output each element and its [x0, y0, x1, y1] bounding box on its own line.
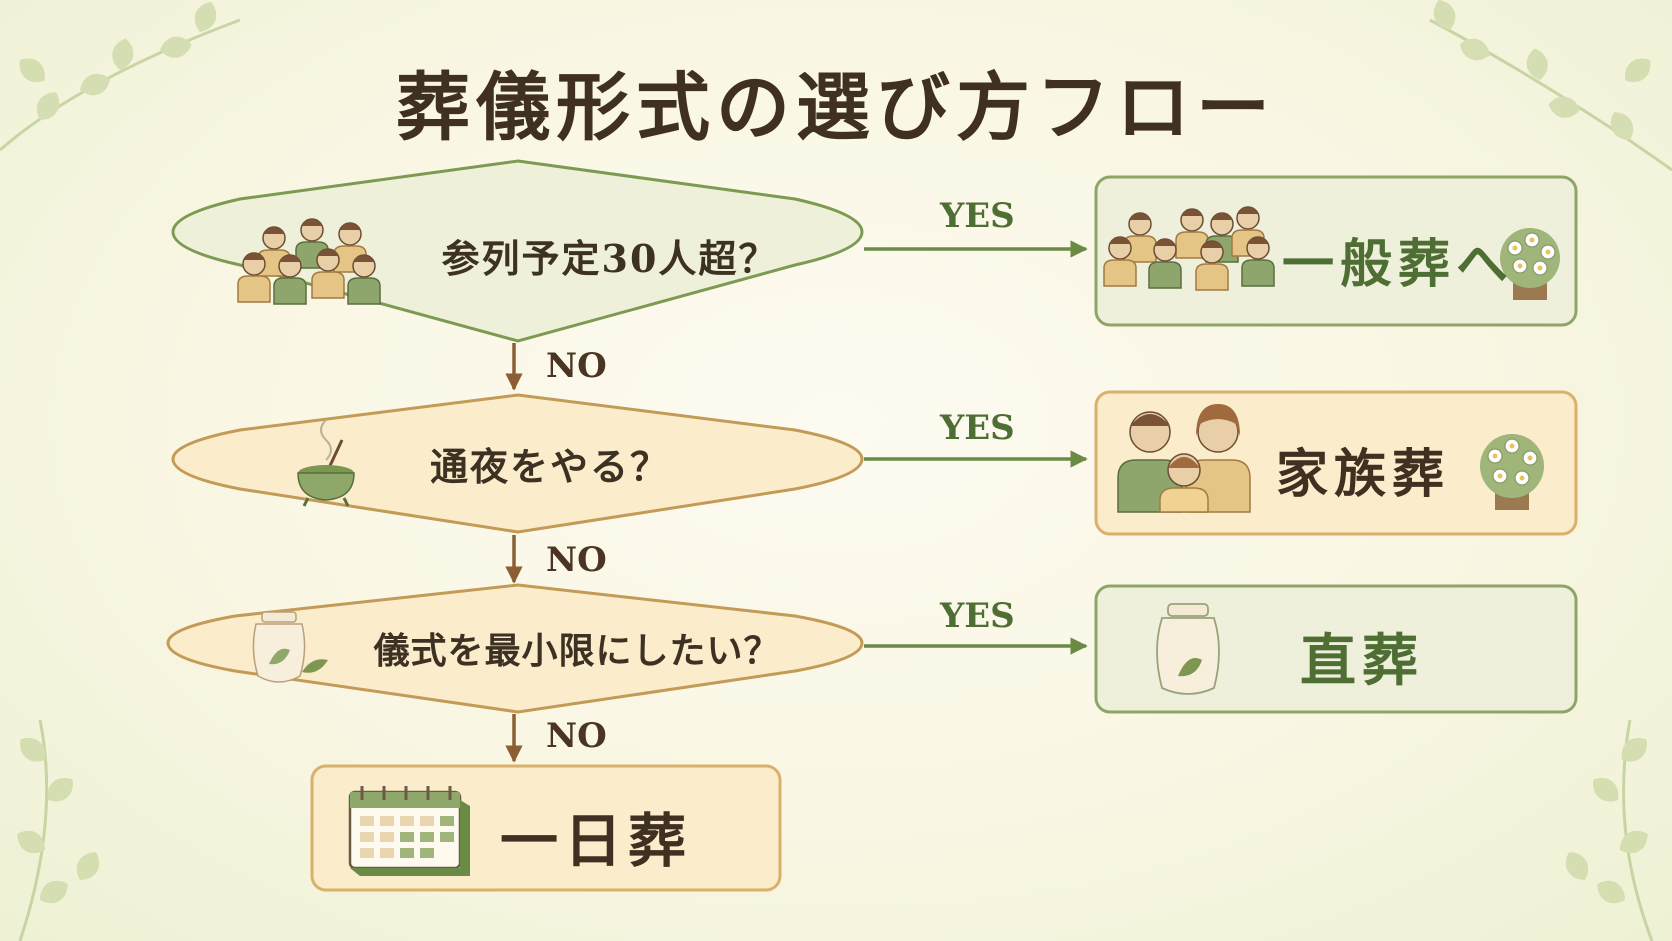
no-label-2: NO	[546, 540, 607, 580]
yes-label-3: YES	[940, 596, 1015, 636]
page-title: 葬儀形式の選び方フロー	[396, 65, 1276, 151]
decision-diamond-3	[166, 583, 864, 714]
flower-arrangement-icon-2	[1480, 434, 1544, 510]
question-3-text: 儀式を最小限にしたい？	[373, 630, 781, 672]
corner-leaves-bottom-right-icon	[1559, 719, 1654, 941]
no-label-1: NO	[546, 346, 607, 386]
flower-arrangement-icon	[1500, 228, 1560, 300]
result-general-text: 一般葬へ	[1282, 234, 1515, 295]
question-1-text: 参列予定30人超？	[441, 236, 779, 281]
result-direct-text: 直葬	[1300, 628, 1424, 694]
urn-icon	[252, 611, 328, 683]
yes-label-2: YES	[940, 408, 1015, 448]
question-2-text: 通夜をやる？	[429, 444, 670, 489]
family-icon	[1117, 404, 1251, 513]
corner-leaves-bottom-left-icon	[12, 719, 106, 941]
result-oneday-text: 一日葬	[500, 807, 693, 875]
result-family-text: 家族葬	[1276, 444, 1451, 505]
corner-leaves-top-right-icon	[1429, 0, 1672, 172]
decision-diamond-1	[171, 159, 864, 343]
urn-icon-direct	[1156, 603, 1220, 695]
incense-burner-icon	[297, 419, 355, 507]
yes-label-1: YES	[940, 196, 1015, 236]
no-label-3: NO	[546, 716, 607, 756]
calendar-icon	[348, 786, 470, 876]
corner-leaves-top-left-icon	[0, 0, 241, 152]
